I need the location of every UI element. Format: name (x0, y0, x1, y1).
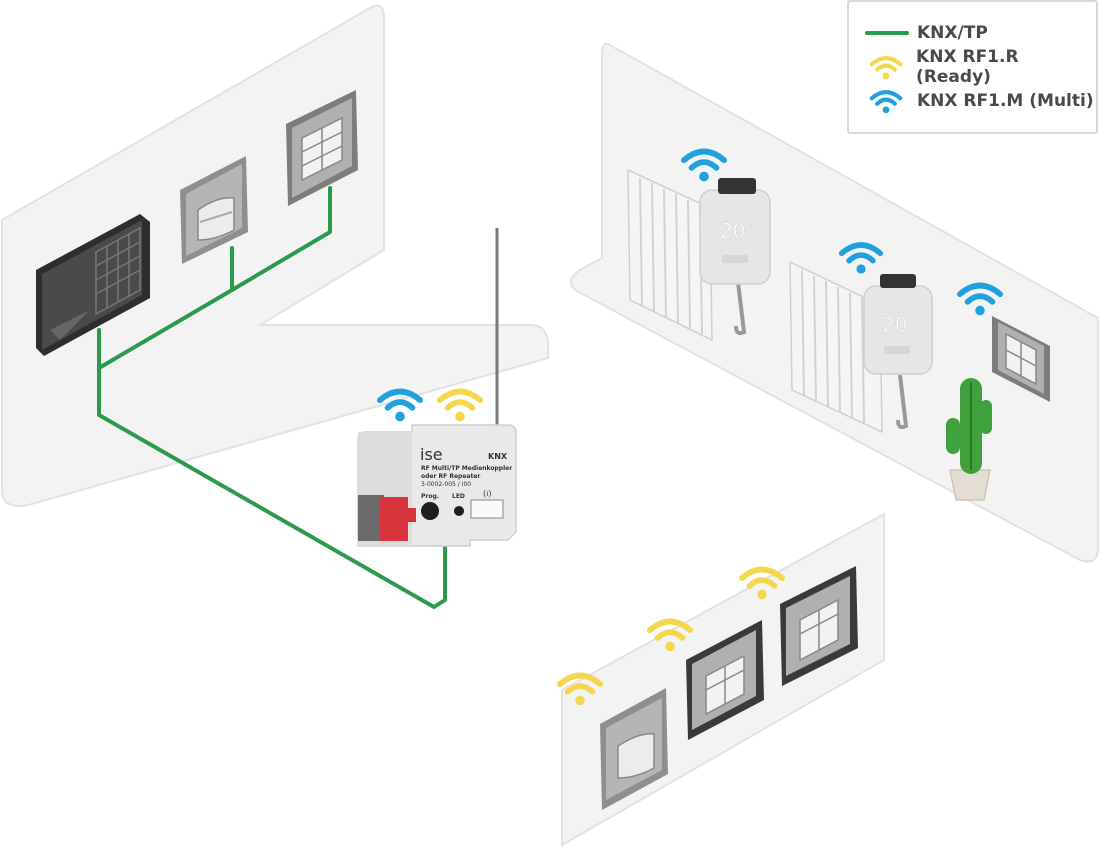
thermostat-1-display: 20° (720, 219, 755, 243)
presence-detector-bottom (600, 688, 668, 810)
led-label: LED (452, 493, 465, 500)
radiator-1 (627, 168, 747, 342)
prog-label: Prog. (421, 493, 439, 500)
thermostat-2-display: 20° (882, 313, 917, 337)
radiator-2 (789, 260, 909, 434)
legend-item-knx-tp: KNX/TP (865, 18, 988, 48)
coupler-label-line2: oder RF Repeater (421, 473, 480, 480)
push-button-left (286, 90, 358, 206)
push-button-bottom-1 (686, 620, 764, 740)
knx-tp-cabling (97, 186, 447, 609)
wifi-icon (865, 52, 916, 82)
legend-label: KNX RF1.R (Ready) (916, 47, 1019, 87)
left-wall (0, 4, 549, 507)
wifi-icon-coupler-ready (440, 392, 480, 422)
coupler-knx-logo: KNX (488, 452, 508, 461)
legend-item-rf-ready: KNX RF1.R (Ready) (865, 47, 1096, 87)
legend-item-rf-multi: KNX RF1.M (Multi) (865, 86, 1094, 116)
legend-label: KNX/TP (917, 23, 988, 43)
push-button-bottom-2 (780, 566, 858, 686)
thermostat-2: 20° (863, 274, 933, 375)
legend-label: KNX RF1.M (Multi) (917, 91, 1094, 111)
thermostat-1: 20° (699, 178, 771, 285)
knx-rf-coupler: ise KNX RF Multi/TP Medienkoppler oder R… (357, 424, 517, 547)
presence-detector-left (180, 156, 248, 264)
green-line-icon (865, 18, 917, 48)
push-button-right (992, 316, 1050, 402)
wifi-icon (865, 86, 917, 116)
antenna-symbol: (ı) (483, 489, 491, 498)
coupler-brand: ise (420, 445, 443, 464)
coupler-label-line1: RF Multi/TP Medienkoppler (421, 465, 512, 472)
cactus-plant (946, 378, 992, 501)
coupler-label-line3: 3-0002-005 / I00 (421, 481, 471, 488)
legend: KNX/TP KNX RF1.R (Ready) KNX RF1.M (Mult… (847, 0, 1098, 134)
touch-panel (36, 214, 150, 356)
